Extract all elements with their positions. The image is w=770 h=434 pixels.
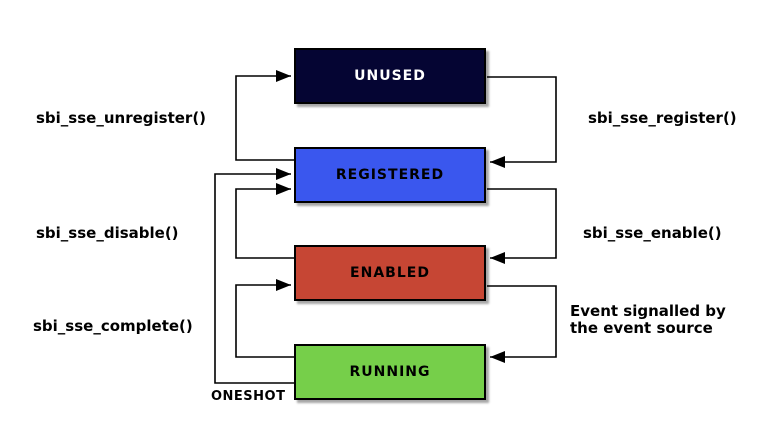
arrow-oneshot <box>214 168 294 384</box>
event-label-line1: Event signalled by <box>570 302 726 320</box>
state-label-running: RUNNING <box>349 364 431 380</box>
transition-label-oneshot: ONESHOT <box>211 389 286 404</box>
arrow-complete <box>235 279 294 358</box>
arrow-unregister <box>235 70 294 161</box>
transition-label-disable: sbi_sse_disable() <box>36 224 179 242</box>
transition-label-complete: sbi_sse_complete() <box>33 317 193 335</box>
state-box-registered: REGISTERED <box>294 147 486 203</box>
transition-label-unregister: sbi_sse_unregister() <box>36 109 207 127</box>
arrow-register <box>487 76 557 168</box>
arrow-event-signalled <box>487 285 557 363</box>
arrow-enable <box>487 188 557 264</box>
state-box-unused: UNUSED <box>294 48 486 104</box>
transition-label-enable: sbi_sse_enable() <box>583 224 722 242</box>
event-label-line2: the event source <box>570 319 713 337</box>
state-box-running: RUNNING <box>294 344 486 400</box>
state-label-registered: REGISTERED <box>335 167 445 183</box>
transition-label-event-signalled: Event signalled by the event source <box>570 303 726 337</box>
state-label-enabled: ENABLED <box>350 265 430 281</box>
arrow-disable <box>235 183 294 259</box>
transition-label-register: sbi_sse_register() <box>588 109 737 127</box>
state-box-enabled: ENABLED <box>294 245 486 301</box>
state-label-unused: UNUSED <box>354 68 426 84</box>
